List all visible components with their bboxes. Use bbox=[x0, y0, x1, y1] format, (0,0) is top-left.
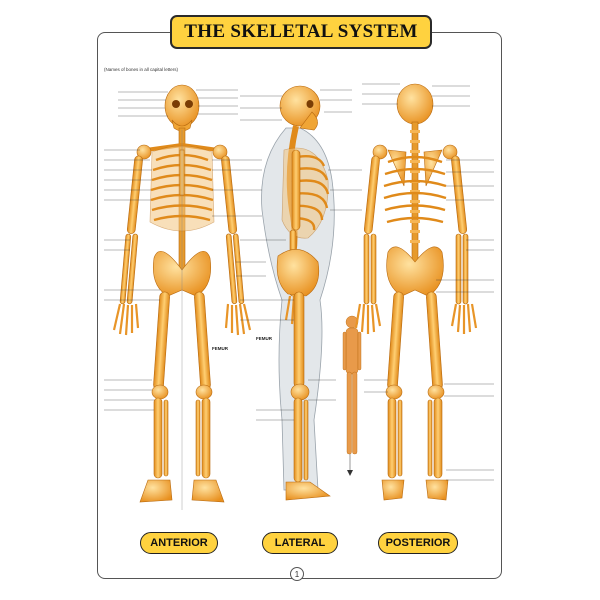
label-femur-anterior: FEMUR bbox=[212, 346, 229, 351]
label-femur-lateral: FEMUR bbox=[256, 336, 273, 341]
page-title: THE SKELETAL SYSTEM bbox=[170, 15, 432, 49]
view-label-lateral: LATERAL bbox=[262, 532, 338, 554]
subtitle-note: (Names of bones in all capital letters) bbox=[104, 67, 179, 72]
lateral-skeleton bbox=[261, 85, 335, 501]
annotation-lines bbox=[104, 83, 494, 481]
anterior-skull bbox=[164, 84, 200, 128]
posterior-skull bbox=[396, 83, 434, 125]
page-number: 1 bbox=[290, 567, 304, 581]
posterior-skeleton bbox=[354, 83, 478, 501]
view-label-posterior: POSTERIOR bbox=[378, 532, 458, 554]
mannequin-figure bbox=[342, 315, 362, 476]
view-label-anterior: ANTERIOR bbox=[140, 532, 218, 554]
anterior-skeleton bbox=[112, 84, 252, 510]
